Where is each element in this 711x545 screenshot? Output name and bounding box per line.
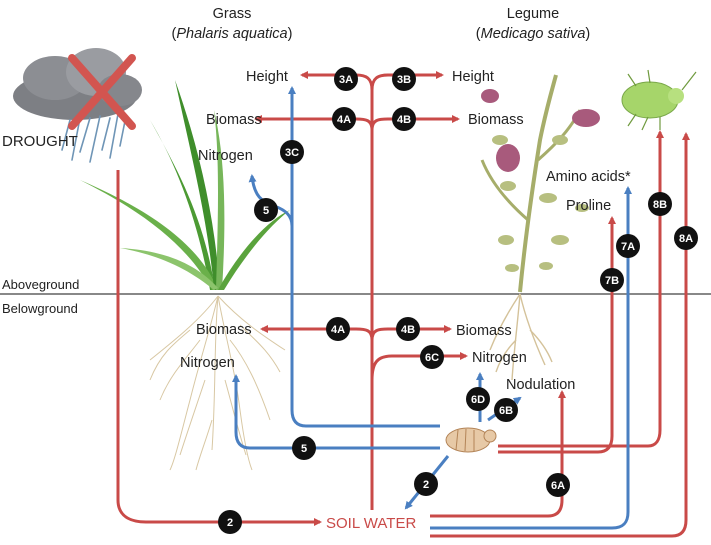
aboveground-label: Aboveground bbox=[2, 277, 79, 292]
cross-out-icon bbox=[68, 54, 136, 130]
aphid-icon bbox=[621, 69, 697, 131]
arrow-7B bbox=[498, 216, 616, 454]
badge-8B: 8B bbox=[648, 192, 672, 216]
root-nitrogen-grass-label: Nitrogen bbox=[180, 355, 235, 371]
svg-text:4B: 4B bbox=[397, 114, 411, 126]
badge-4B-bot: 4B bbox=[396, 317, 420, 341]
legume-height-label: Height bbox=[452, 69, 494, 85]
arrow-3C bbox=[288, 86, 440, 428]
badge-5-bot: 5 bbox=[292, 436, 316, 460]
svg-text:5: 5 bbox=[263, 205, 269, 217]
grass-title: Grass bbox=[213, 6, 252, 22]
arrow-4A-bot bbox=[260, 325, 374, 341]
arrow-6A bbox=[430, 390, 566, 518]
svg-text:6B: 6B bbox=[499, 405, 513, 417]
grub-icon bbox=[445, 427, 497, 453]
red-arrow-paths bbox=[116, 71, 690, 538]
svg-text:4A: 4A bbox=[331, 324, 345, 336]
grass-roots-icon bbox=[149, 295, 286, 471]
arrow-2-left bbox=[116, 170, 322, 526]
svg-text:6D: 6D bbox=[471, 394, 485, 406]
drought-label: DROUGHT bbox=[2, 133, 78, 150]
svg-text:2: 2 bbox=[423, 479, 429, 491]
root-nitrogen-legume-label: Nitrogen bbox=[472, 350, 527, 366]
badge-4A-top: 4A bbox=[332, 107, 356, 131]
svg-text:2: 2 bbox=[227, 517, 233, 529]
svg-text:6A: 6A bbox=[551, 480, 565, 492]
amino-acids-label: Amino acids* bbox=[546, 169, 631, 185]
proline-label: Proline bbox=[566, 198, 611, 214]
badge-8A: 8A bbox=[674, 226, 698, 250]
legume-species-line: (Medicago sativa) bbox=[476, 26, 590, 42]
arrow-6C bbox=[370, 352, 468, 381]
svg-text:3A: 3A bbox=[339, 74, 353, 86]
grass-nitrogen-label: Nitrogen bbox=[198, 148, 253, 164]
badge-3A: 3A bbox=[334, 67, 358, 91]
svg-text:8A: 8A bbox=[679, 233, 693, 245]
svg-text:4B: 4B bbox=[401, 324, 415, 336]
badge-5-top: 5 bbox=[254, 198, 278, 222]
badge-6D: 6D bbox=[466, 387, 490, 411]
legume-species: Medicago sativa bbox=[481, 26, 586, 42]
arrow-7A bbox=[430, 186, 632, 530]
grass-biomass-label: Biomass bbox=[206, 112, 262, 128]
arrow-8B bbox=[498, 130, 664, 448]
legume-plant-icon bbox=[480, 74, 600, 293]
belowground-label: Belowground bbox=[2, 301, 78, 316]
badge-4A-bot: 4A bbox=[326, 317, 350, 341]
badge-6C: 6C bbox=[420, 345, 444, 369]
badge-6A: 6A bbox=[546, 473, 570, 497]
svg-text:3B: 3B bbox=[397, 74, 411, 86]
close-paren: ) bbox=[585, 26, 590, 42]
arrow-3B bbox=[370, 71, 444, 91]
badge-2-left: 2 bbox=[218, 510, 242, 534]
grass-plant-icon bbox=[80, 80, 290, 290]
badge-7B: 7B bbox=[600, 268, 624, 292]
arrow-4B-bot bbox=[370, 325, 452, 341]
badge-3B: 3B bbox=[392, 67, 416, 91]
arrow-5-bot bbox=[232, 374, 440, 450]
grass-height-label: Height bbox=[246, 69, 288, 85]
svg-text:7B: 7B bbox=[605, 275, 619, 287]
blue-arrow-paths bbox=[232, 86, 632, 530]
legume-biomass-label: Biomass bbox=[468, 112, 524, 128]
legume-title: Legume bbox=[507, 6, 559, 22]
grass-species-line: (Phalaris aquatica) bbox=[172, 26, 293, 42]
badge-6B: 6B bbox=[494, 398, 518, 422]
open-paren: ( bbox=[172, 26, 177, 42]
svg-text:7A: 7A bbox=[621, 241, 635, 253]
badge-3C: 3C bbox=[280, 140, 304, 164]
svg-text:5: 5 bbox=[301, 443, 307, 455]
svg-text:4A: 4A bbox=[337, 114, 351, 126]
arrow-4B-top bbox=[370, 115, 460, 131]
open-paren: ( bbox=[476, 26, 481, 42]
badge-2-right: 2 bbox=[414, 472, 438, 496]
svg-text:8B: 8B bbox=[653, 199, 667, 211]
legume-roots-icon bbox=[489, 293, 553, 381]
nodulation-label: Nodulation bbox=[506, 377, 575, 393]
arrow-8A bbox=[430, 132, 690, 538]
root-biomass-grass-label: Biomass bbox=[196, 322, 252, 338]
badge-7A: 7A bbox=[616, 234, 640, 258]
root-biomass-legume-label: Biomass bbox=[456, 323, 512, 339]
soil-water-label: SOIL WATER bbox=[326, 515, 416, 532]
close-paren: ) bbox=[288, 26, 293, 42]
badge-4B-top: 4B bbox=[392, 107, 416, 131]
grass-species: Phalaris aquatica bbox=[176, 26, 287, 42]
svg-text:3C: 3C bbox=[285, 147, 299, 159]
svg-text:6C: 6C bbox=[425, 352, 439, 364]
